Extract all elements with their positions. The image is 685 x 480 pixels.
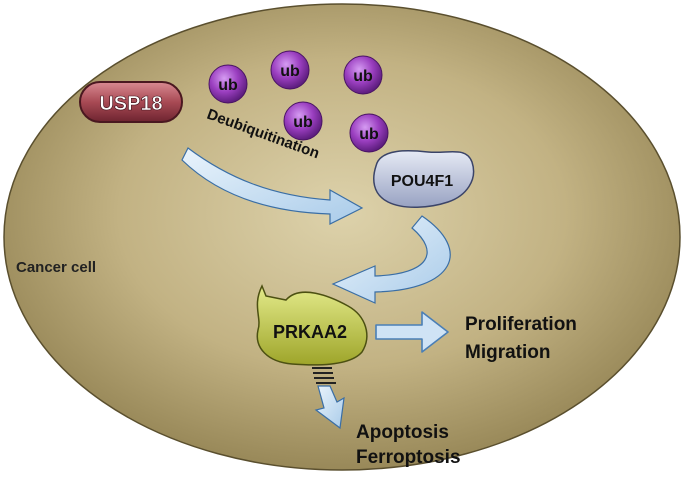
ubiquitin-sphere: ub: [208, 64, 248, 104]
ubiquitin-sphere: ub: [343, 55, 383, 95]
outcome-apoptosis: Apoptosis: [356, 422, 449, 443]
promotes-arrow: [375, 311, 449, 353]
ubiquitin-group: ub ub ub ub ub: [208, 50, 389, 153]
ubiquitin-sphere: ub: [270, 50, 310, 90]
outcome-migration: Migration: [465, 342, 551, 363]
svg-text:ub: ub: [359, 126, 379, 143]
cancer-cell-body: [3, 3, 681, 471]
regulation-arrow: [331, 215, 451, 304]
ubiquitin-sphere: ub: [349, 113, 389, 153]
svg-text:ub: ub: [218, 77, 238, 94]
svg-text:ub: ub: [280, 63, 300, 80]
deubiquitination-arrow: [181, 147, 364, 225]
ubiquitin-sphere: ub: [283, 101, 323, 141]
cancer-cell-label: Cancer cell: [16, 259, 96, 276]
svg-text:ub: ub: [293, 114, 313, 131]
usp18-label: USP18: [99, 93, 162, 115]
pou4f1-protein: POU4F1: [373, 149, 475, 208]
inhibits-arrow: [312, 367, 345, 430]
outcome-proliferation: Proliferation: [465, 314, 577, 335]
svg-text:ub: ub: [353, 68, 373, 85]
prkaa2-protein: PRKAA2: [256, 284, 368, 366]
usp18-protein: USP18: [79, 81, 183, 123]
outcome-ferroptosis: Ferroptosis: [356, 447, 461, 468]
pou4f1-label: POU4F1: [391, 173, 453, 190]
prkaa2-label: PRKAA2: [273, 322, 347, 342]
